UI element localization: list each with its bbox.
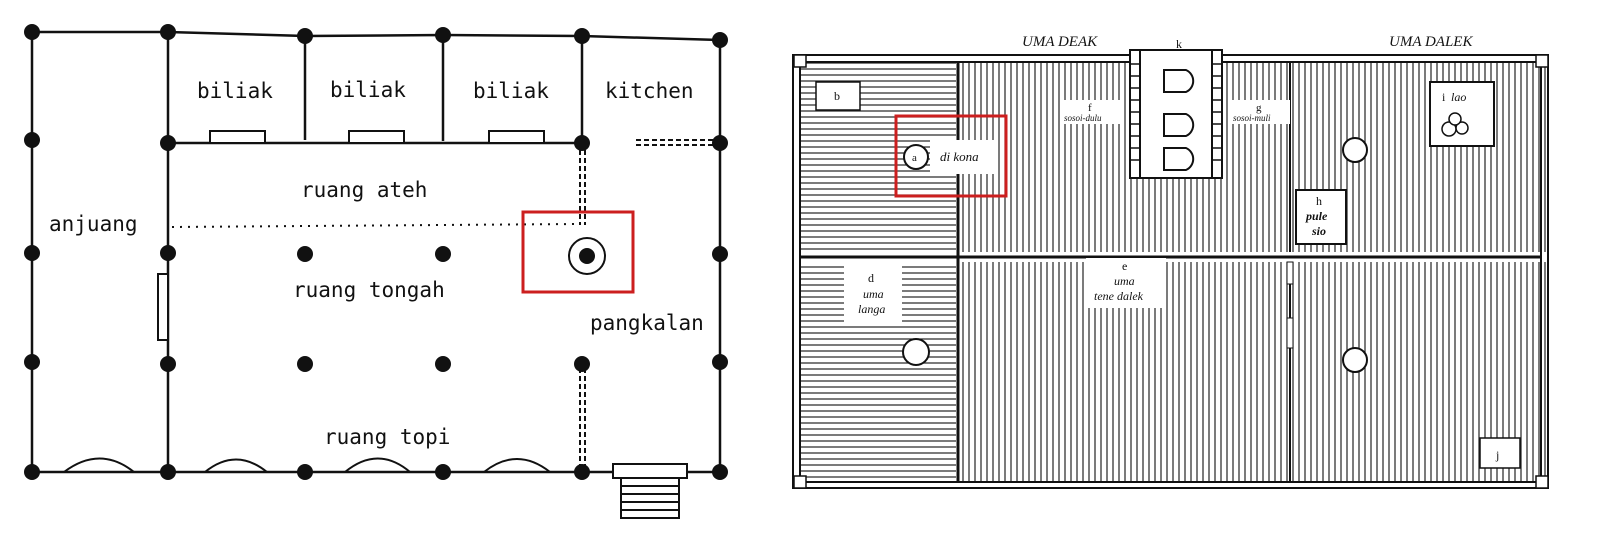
room-kitchen: kitchen [605, 79, 694, 103]
label-uma-tene-2: tene dalek [1094, 289, 1144, 303]
heading-uma-deak: UMA DEAK [1022, 34, 1098, 50]
ladder-k [1129, 49, 1223, 179]
arches [63, 457, 551, 473]
label-sosoi-muli: sosoi-muli [1233, 113, 1271, 123]
letter-h: h [1316, 194, 1322, 208]
letter-j: j [1495, 448, 1499, 462]
letter-f: f [1088, 102, 1092, 114]
letter-e: e [1122, 259, 1127, 273]
highlight-box-left [521, 210, 635, 294]
room-pangkalan: pangkalan [590, 311, 704, 335]
room-biliak-1: biliak [197, 79, 273, 103]
label-uma-tene-1: uma [1114, 274, 1135, 288]
corner-boxes [793, 54, 1549, 489]
stairs [612, 463, 688, 519]
room-anjuang: anjuang [49, 212, 138, 236]
letter-g: g [1256, 102, 1262, 114]
label-uma-langa-2: langa [858, 302, 885, 316]
central-pillar [568, 237, 606, 275]
hatch-area-uma-tene [960, 262, 1548, 482]
dotted-line [171, 223, 577, 228]
minangkabau-floor-plan: biliak biliak biliak kitchen anjuang rua… [24, 24, 728, 519]
posts-right [902, 137, 1368, 373]
letter-d: d [868, 271, 874, 285]
posts [24, 24, 728, 480]
label-lao: lao [1451, 90, 1466, 104]
letter-b: b [834, 89, 840, 103]
label-backgrounds [815, 81, 1521, 469]
label-pule: pule [1305, 209, 1328, 223]
room-biliak-3: biliak [473, 79, 549, 103]
dashed-partitions [579, 139, 716, 468]
letter-i: i [1442, 90, 1446, 104]
letter-a: a [912, 152, 917, 164]
letter-k: k [1176, 37, 1182, 51]
room-ruang-topi: ruang topi [324, 425, 450, 449]
room-ruang-ateh: ruang ateh [301, 178, 427, 202]
window-marks [157, 130, 545, 341]
label-uma-langa-1: uma [863, 287, 884, 301]
room-biliak-2: biliak [330, 78, 406, 102]
pots [1441, 112, 1469, 137]
highlight-box-right [894, 114, 1008, 198]
mentawai-floor-plan: UMA DEAK UMA DALEK k b a f g i h d e j d… [792, 34, 1549, 489]
label-sio: sio [1311, 224, 1326, 238]
label-sosoi-dulu: sosoi-dulu [1064, 113, 1102, 123]
label-di-kona: di kona [940, 149, 979, 164]
heading-uma-dalek: UMA DALEK [1389, 34, 1473, 50]
room-ruang-tongah: ruang tongah [293, 278, 445, 302]
